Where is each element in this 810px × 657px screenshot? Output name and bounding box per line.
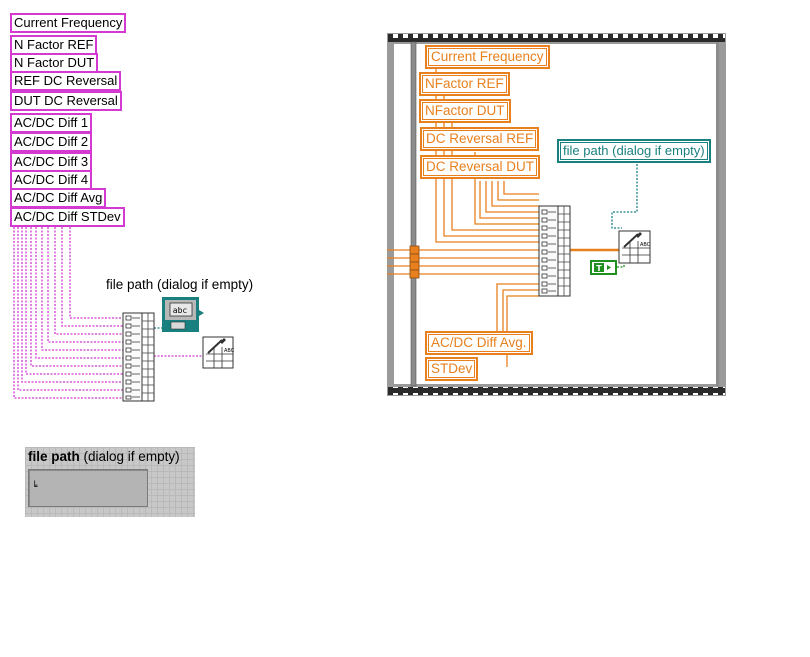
left-label-dut-dc-reversal: DUT DC Reversal [10,91,122,111]
path-input-field[interactable]: ╘ [28,469,148,507]
left-label-current-frequency: Current Frequency [10,13,127,33]
control-glyph-text: abc [173,306,188,315]
left-build-array-node [122,312,155,402]
loop-tunnels [409,245,420,279]
boolean-true-constant[interactable]: T [590,260,617,275]
path-control-caption-rest: (dialog if empty) [83,449,180,464]
write-spreadsheet-icon-right[interactable]: ABC [618,230,651,264]
left-label-ac-dc-diff-1: AC/DC Diff 1 [10,113,93,133]
left-label-ac-dc-diff-stdev: AC/DC Diff STDev [10,207,125,227]
left-label-ref-dc-reversal: REF DC Reversal [10,71,122,91]
right-label-stdev: STDev [425,357,479,381]
path-icon: ╘ [32,482,38,492]
right-green-wire [617,262,625,268]
write-spreadsheet-icon[interactable]: ABC [202,336,235,369]
left-pink-wires [13,227,204,399]
front-panel-path-control: file path (dialog if empty) ╘ [25,447,195,517]
right-label-dc-reversal-dut: DC Reversal DUT [420,155,541,179]
right-label-dc-reversal-ref: DC Reversal REF [420,127,540,151]
right-label-current-frequency: Current Frequency [425,45,550,69]
left-label-ac-dc-diff-2: AC/DC Diff 2 [10,132,93,152]
path-control-caption: file path (dialog if empty) [28,449,180,464]
right-label-ac-dc-diff-avg: AC/DC Diff Avg. [425,331,533,355]
path-control-caption-bold: file path [28,449,80,464]
left-label-ac-dc-diff-avg: AC/DC Diff Avg [10,188,107,208]
boolean-constant-text: T [596,264,602,273]
left-label-n-factor-dut: N Factor DUT [10,53,99,73]
svg-text:ABC: ABC [640,242,651,248]
right-teal-wire [611,164,638,229]
left-label-n-factor-ref: N Factor REF [10,35,98,55]
left-label-ac-dc-diff-4: AC/DC Diff 4 [10,170,93,190]
left-file-path-label: file path (dialog if empty) [106,277,254,292]
right-label-nfactor-dut: NFactor DUT [419,99,511,123]
file-path-control-terminal[interactable]: abc [162,297,204,332]
left-label-ac-dc-diff-3: AC/DC Diff 3 [10,152,93,172]
right-label-nfactor-ref: NFactor REF [419,72,510,96]
right-file-path-indicator: file path (dialog if empty) [557,139,711,163]
svg-text:ABC: ABC [224,348,235,354]
right-build-array-node [538,205,571,297]
